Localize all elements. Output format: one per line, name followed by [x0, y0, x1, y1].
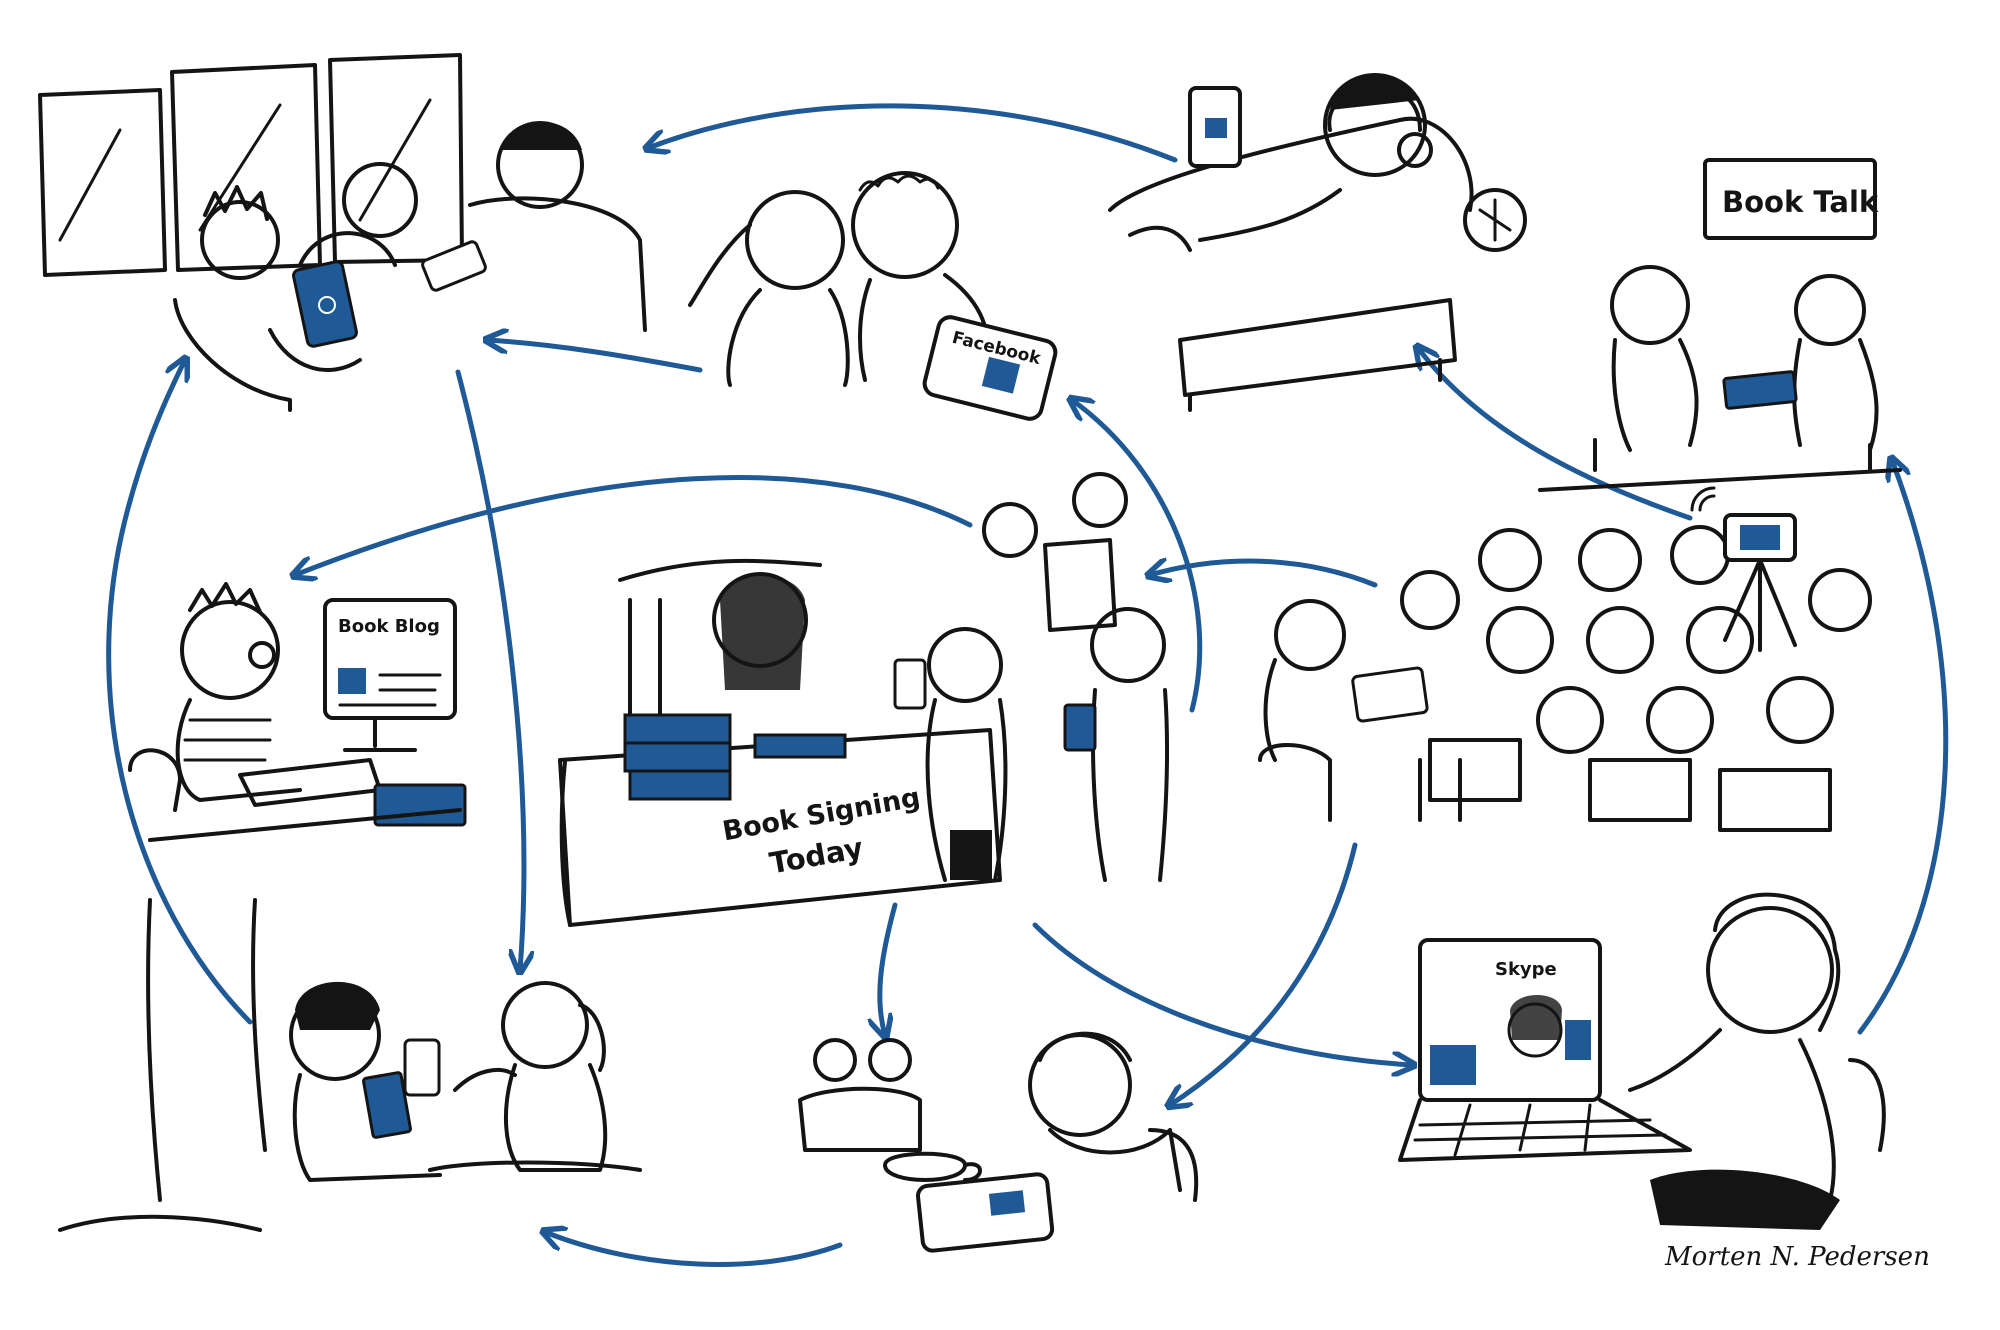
signing-label-line2: Today	[767, 831, 866, 881]
scene-tree-friends	[58, 898, 642, 1232]
scene-train-reading	[38, 53, 647, 412]
scene-book-talk: Book Talk	[1538, 158, 1902, 492]
phone-icon	[421, 240, 487, 292]
book-icon	[1722, 370, 1798, 410]
flow-arrow-icon	[295, 475, 973, 575]
tablet-icon	[292, 260, 358, 348]
book-talk-sign	[1703, 158, 1877, 240]
phone-icon	[893, 658, 927, 710]
flow-arrow-icon	[1072, 400, 1203, 713]
book-icon	[623, 713, 732, 745]
book-blog-label: Book Blog	[338, 616, 440, 637]
flow-arrow-icon	[455, 369, 524, 970]
scene-audience	[1258, 486, 1872, 832]
flow-arrow-icon	[1857, 460, 1949, 1035]
tablet-icon	[1351, 666, 1429, 723]
scene-audiobook-sofa	[1108, 73, 1527, 412]
book-icon	[373, 783, 467, 827]
scene-facebook-friends: Facebook	[688, 171, 1058, 421]
flow-arrow-icon	[1032, 922, 1412, 1065]
scene-skype-call: Skype	[1398, 892, 1886, 1230]
scene-cafe-reading	[798, 1031, 1199, 1253]
skype-label: Skype	[1495, 959, 1557, 980]
flow-arrow-icon	[1418, 348, 1693, 521]
scene-book-blog: Book Blog	[128, 582, 467, 842]
flow-arrow-icon	[648, 103, 1178, 163]
flow-arrow-icon	[106, 360, 253, 1025]
scene-book-signing: Book Signing Today	[558, 472, 1170, 927]
book-icon	[362, 1071, 412, 1139]
tablet-icon	[916, 1172, 1055, 1253]
flow-arrow-icon	[1150, 561, 1378, 588]
flow-arrow-icon	[1170, 842, 1358, 1105]
book-talk-label: Book Talk	[1722, 185, 1879, 219]
flow-arrow-icon	[880, 902, 898, 1035]
book-icon	[623, 741, 732, 773]
flow-arrow-icon	[545, 1232, 843, 1267]
headphones-icon	[1397, 132, 1433, 168]
headphones-icon	[1327, 84, 1422, 132]
book-icon	[1063, 703, 1097, 752]
book-icon	[628, 769, 732, 801]
wifi-icon	[1690, 486, 1716, 512]
artist-signature: Morten N. Pedersen	[1664, 1242, 1930, 1272]
flow-arrows	[106, 103, 1949, 1267]
phone-icon	[403, 1038, 441, 1097]
flow-arrow-icon	[488, 340, 703, 373]
